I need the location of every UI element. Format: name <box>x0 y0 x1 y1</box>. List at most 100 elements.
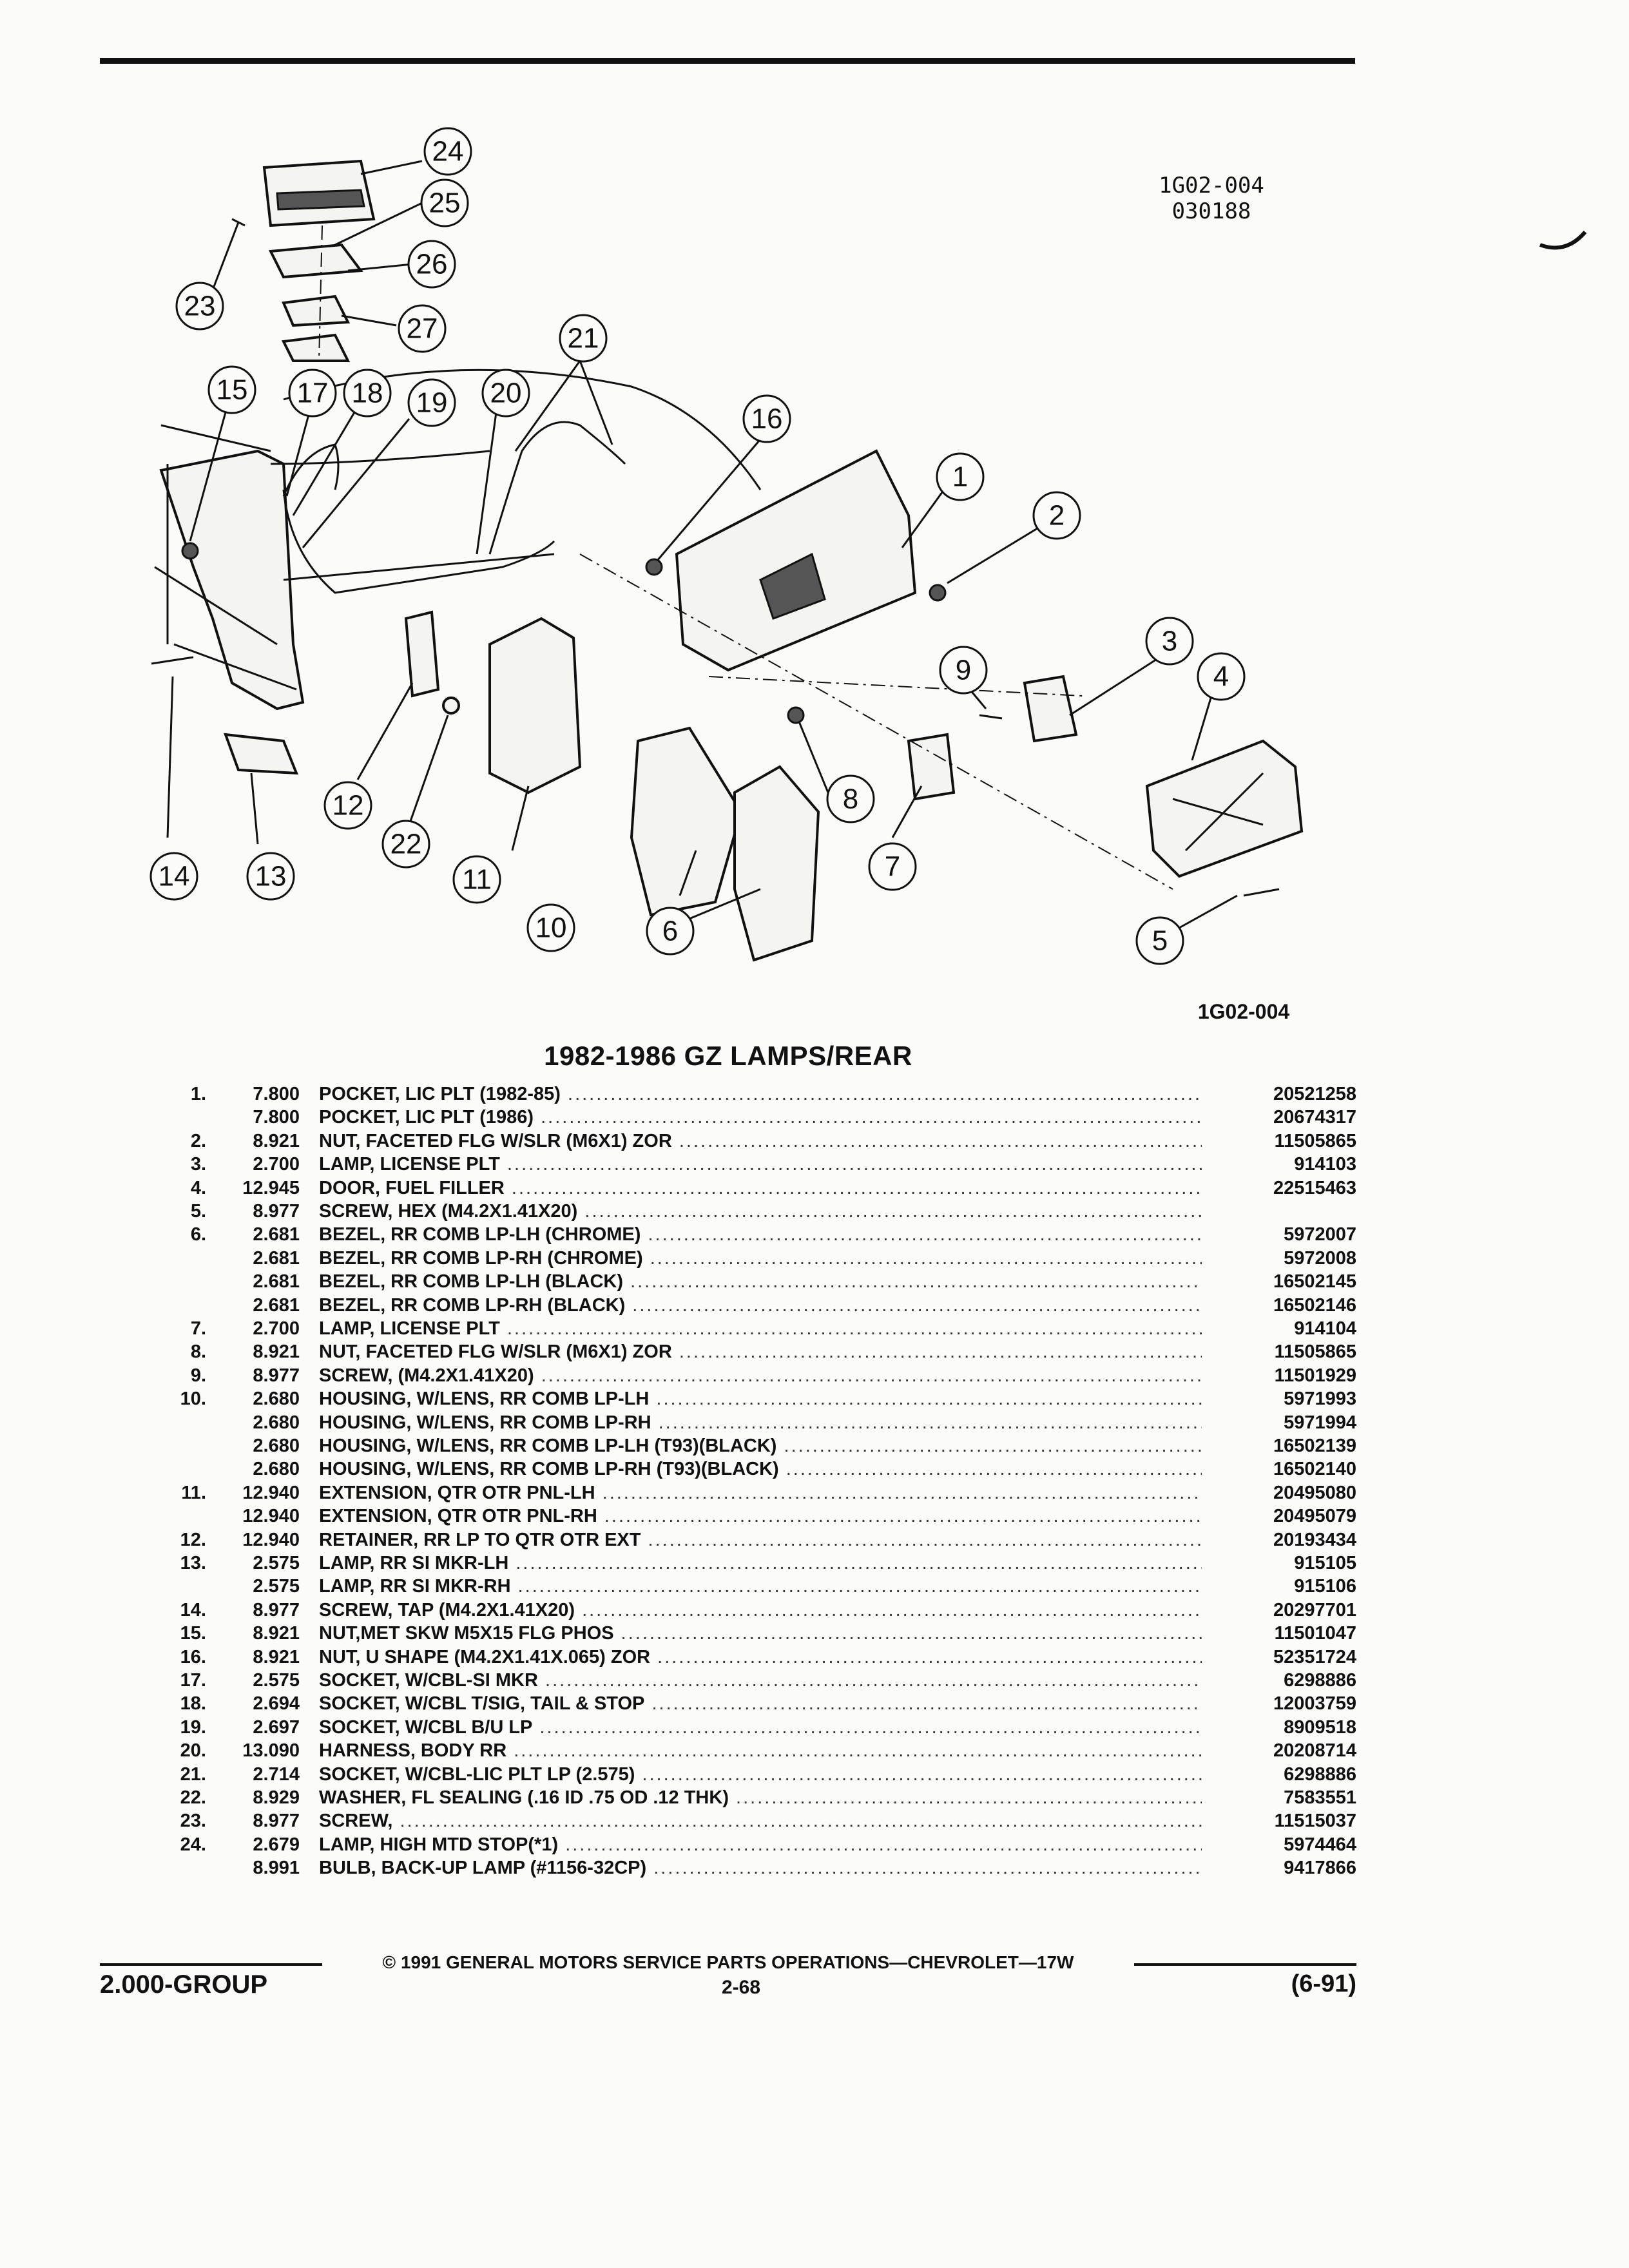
quantity-code: 2.680 <box>253 1412 300 1433</box>
part-spec: , LICENSE PLT <box>369 1318 500 1339</box>
license-lamp-upper <box>1023 675 1078 743</box>
part-spec: , RR SI MKR-RH <box>369 1576 511 1597</box>
part-name: LAMP <box>319 1553 370 1573</box>
part-description: LAMP, RR SI MKR-RH .....................… <box>319 1575 1202 1599</box>
part-name: SOCKET <box>319 1716 395 1738</box>
exploded-diagram: 1 2 3 4 5 6 7 8 9 10 11 12 13 14 15 16 1… <box>149 127 1587 965</box>
part-name: SCREW <box>319 1811 388 1832</box>
part-spec: , U SHAPE (M4.2X1.41X.065) ZOR <box>355 1646 651 1667</box>
part-description: SOCKET, W/CBL T/SIG, TAIL & STOP .......… <box>319 1692 1202 1716</box>
callout-19: 19 <box>407 378 456 427</box>
license-pocket <box>675 449 917 672</box>
part-description: SOCKET, W/CBL-LIC PLT LP (2.575) .......… <box>319 1763 1202 1787</box>
part-number: 20495080 <box>1273 1482 1356 1503</box>
part-name: LAMP <box>319 1318 370 1339</box>
part-name: HOUSING <box>319 1412 407 1433</box>
part-name: EXTENSION <box>319 1482 427 1503</box>
part-spec: , W/LENS, RR COMB LP-RH (T93)(BLACK) <box>406 1459 779 1480</box>
part-spec: , FL SEALING (.16 ID .75 OD .12 THK) <box>401 1787 729 1808</box>
part-description: LAMP, RR SI MKR-LH .....................… <box>319 1552 1202 1575</box>
svg-text:18: 18 <box>352 378 383 409</box>
part-number: 5972008 <box>1284 1247 1356 1269</box>
qtr-extension <box>488 617 582 794</box>
svg-text:2: 2 <box>1049 500 1065 532</box>
part-name: HARNESS <box>319 1740 410 1762</box>
part-number: 22515463 <box>1273 1177 1356 1198</box>
part-name: BEZEL <box>319 1247 381 1269</box>
section-title: 1982-1986 GZ LAMPS/REAR <box>544 1041 912 1071</box>
part-number: 16502146 <box>1273 1294 1356 1316</box>
part-spec: , RR COMB LP-RH (BLACK) <box>380 1294 626 1316</box>
quantity-code: 8.977 <box>253 1365 300 1386</box>
part-description: BEZEL, RR COMB LP-LH (BLACK) ...........… <box>319 1270 1202 1294</box>
part-spec: ,MET SKW M5X15 FLG PHOS <box>355 1623 614 1644</box>
high-mount-stop-lamp <box>262 159 376 362</box>
quantity-code: 8.921 <box>253 1646 300 1667</box>
leader-dots: ........................................… <box>651 1693 1202 1715</box>
part-number: 5971993 <box>1284 1389 1356 1410</box>
svg-text:13: 13 <box>255 861 287 892</box>
part-spec: , TAP (M4.2X1.41X20) <box>387 1599 575 1620</box>
part-description: EXTENSION, QTR OTR PNL-RH ..............… <box>319 1504 1202 1528</box>
part-number: 11501047 <box>1274 1623 1356 1644</box>
leader-dots: ........................................… <box>517 1576 1202 1597</box>
part-name: SCREW <box>319 1599 388 1620</box>
callout-6: 6 <box>646 907 695 956</box>
part-name: SOCKET <box>319 1763 395 1785</box>
figure-id-top: 1G02-004 030188 <box>1128 173 1295 224</box>
lamp-bezel <box>733 765 820 962</box>
part-spec: , W/LENS, RR COMB LP-RH <box>406 1412 651 1433</box>
part-number: 914103 <box>1294 1154 1356 1175</box>
part-name: SOCKET <box>319 1693 395 1715</box>
leader-dots: ........................................… <box>604 1506 1202 1527</box>
part-spec: , RR LP TO QTR OTR EXT <box>413 1529 641 1550</box>
leader-dots: ........................................… <box>786 1459 1202 1480</box>
part-number: 12003759 <box>1273 1693 1356 1715</box>
quantity-code: 8.921 <box>253 1341 300 1363</box>
svg-text:27: 27 <box>407 313 438 345</box>
part-spec: , FACETED FLG W/SLR (M6X1) ZOR <box>355 1130 672 1151</box>
part-spec: , RR COMB LP-LH (BLACK) <box>380 1271 624 1293</box>
part-spec: , BACK-UP LAMP (#1156-32CP) <box>371 1858 647 1879</box>
callout-8: 8 <box>826 774 875 823</box>
svg-text:25: 25 <box>429 187 461 219</box>
quantity-code: 8.929 <box>253 1787 300 1808</box>
quantity-code: 2.575 <box>253 1670 300 1691</box>
part-spec: , HEX (M4.2X1.41X20) <box>387 1201 578 1222</box>
quantity-code: 12.940 <box>242 1529 300 1550</box>
callout-1: 1 <box>936 452 985 501</box>
ref-number: 11. <box>181 1482 206 1503</box>
part-name: DOOR <box>319 1177 375 1198</box>
part-name: POCKET <box>319 1107 395 1128</box>
leader-dots: ........................................… <box>541 1107 1202 1128</box>
quantity-code: 12.940 <box>242 1482 300 1503</box>
svg-text:1: 1 <box>952 461 968 493</box>
ref-number: 3. <box>190 1154 206 1175</box>
leader-dots: ........................................… <box>400 1811 1202 1832</box>
part-description: NUT, FACETED FLG W/SLR (M6X1) ZOR ......… <box>319 1340 1202 1364</box>
ref-number: 7. <box>190 1318 206 1339</box>
ref-number: 16. <box>180 1646 206 1667</box>
part-description: HOUSING, W/LENS, RR COMB LP-RH .........… <box>319 1411 1202 1435</box>
part-spec: , LIC PLT (1982-85) <box>394 1084 561 1104</box>
callout-2: 2 <box>1032 491 1081 540</box>
ref-number: 4. <box>190 1177 206 1198</box>
ref-number: 2. <box>190 1130 206 1151</box>
quantity-code: 2.697 <box>253 1716 300 1738</box>
part-number: 6298886 <box>1284 1763 1356 1785</box>
part-description: DOOR, FUEL FILLER ......................… <box>319 1177 1202 1200</box>
retainer <box>404 610 440 698</box>
leader-dots: ........................................… <box>648 1224 1202 1245</box>
group-label: 2.000-GROUP <box>100 1970 268 1999</box>
callout-7: 7 <box>868 842 917 891</box>
svg-text:3: 3 <box>1162 626 1177 657</box>
part-spec: , FUEL FILLER <box>375 1177 505 1198</box>
callout-14: 14 <box>149 852 198 901</box>
part-name: BEZEL <box>319 1294 381 1316</box>
